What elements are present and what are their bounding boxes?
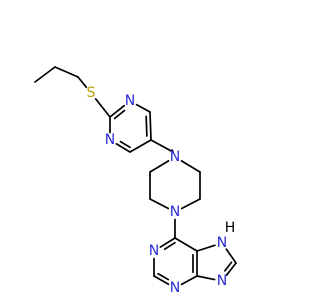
bond-N3u-C4u	[180, 275, 198, 286]
atom-n2: N	[105, 132, 115, 148]
bond-Cp3-Cp4	[129, 139, 152, 153]
atom-label-n1u: N	[149, 243, 159, 259]
atom-n7: N	[217, 235, 227, 251]
atom-label-s1: S	[87, 85, 96, 101]
bond-CH2-Npz1	[171, 149, 174, 153]
bond-N7-C8	[225, 248, 237, 264]
atom-label-npz1: N	[170, 149, 180, 165]
atom-n1u: N	[149, 243, 159, 259]
atom-label-npz2: N	[170, 204, 180, 220]
bond-C2-C3	[54, 66, 79, 78]
atom-label-n3u: N	[170, 280, 180, 296]
bond-C3-S1	[77, 76, 88, 89]
double-bond-Cp2-Cp3	[145, 115, 148, 137]
atom-label-h7: H	[225, 220, 236, 236]
bond-C8-N9	[225, 262, 237, 276]
bond-N9-C4u	[196, 275, 216, 281]
bond-C5u-N7	[196, 244, 216, 252]
bond-S1-Cp1	[94, 98, 111, 118]
atom-npz1: N	[170, 149, 180, 165]
atom-label-n2: N	[105, 132, 115, 148]
bond-Npz2-Cz3	[149, 198, 170, 210]
bond-Cz2-Npz2	[180, 198, 201, 210]
bond-C1-C2	[34, 66, 56, 83]
double-bond-Cp4-N2	[119, 140, 131, 149]
atom-label-n9: N	[217, 273, 227, 289]
atom-n3u: N	[170, 280, 180, 296]
bond-C2u-N3u	[153, 275, 170, 286]
bonds-layer	[34, 66, 237, 286]
double-bond-C6-N1u	[163, 241, 176, 250]
bond-Cz4-Npz1	[149, 160, 170, 173]
atom-s1: S	[87, 85, 96, 101]
double-bond-Cp1-N1	[113, 109, 126, 120]
double-bond-C8-N9	[224, 261, 233, 272]
atom-n1: N	[125, 93, 135, 109]
bond-Cp1-N1	[109, 104, 125, 118]
atom-h7: H	[225, 220, 236, 236]
bond-Cp2-Cp3	[149, 111, 152, 141]
bond-N1-Cp2	[135, 103, 151, 113]
atom-label-n7: N	[217, 235, 227, 251]
bond-C5u-C6	[174, 237, 198, 252]
bond-Cp4-N2	[115, 143, 131, 153]
bond-Npz1-Cz1	[180, 160, 201, 173]
atom-npz2: N	[170, 204, 180, 220]
bond-Cp3-CH2	[150, 139, 174, 153]
atom-label-n1: N	[125, 93, 135, 109]
bond-C6-N1u	[159, 237, 176, 248]
double-bond-C2u-N3u	[157, 272, 170, 281]
atom-n9: N	[217, 273, 227, 289]
